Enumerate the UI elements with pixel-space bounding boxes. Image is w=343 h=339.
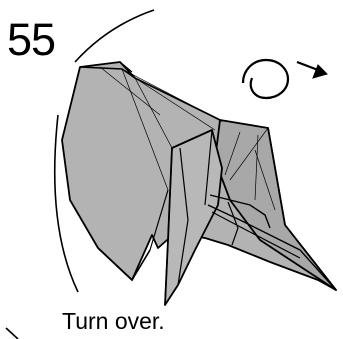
- step-number: 55: [7, 14, 55, 66]
- step-instruction: Turn over.: [62, 306, 165, 336]
- view-circle-arc-top: [75, 10, 154, 62]
- view-circle-arc-bottom: [6, 328, 18, 339]
- turn-over-arrow-icon: [243, 60, 327, 98]
